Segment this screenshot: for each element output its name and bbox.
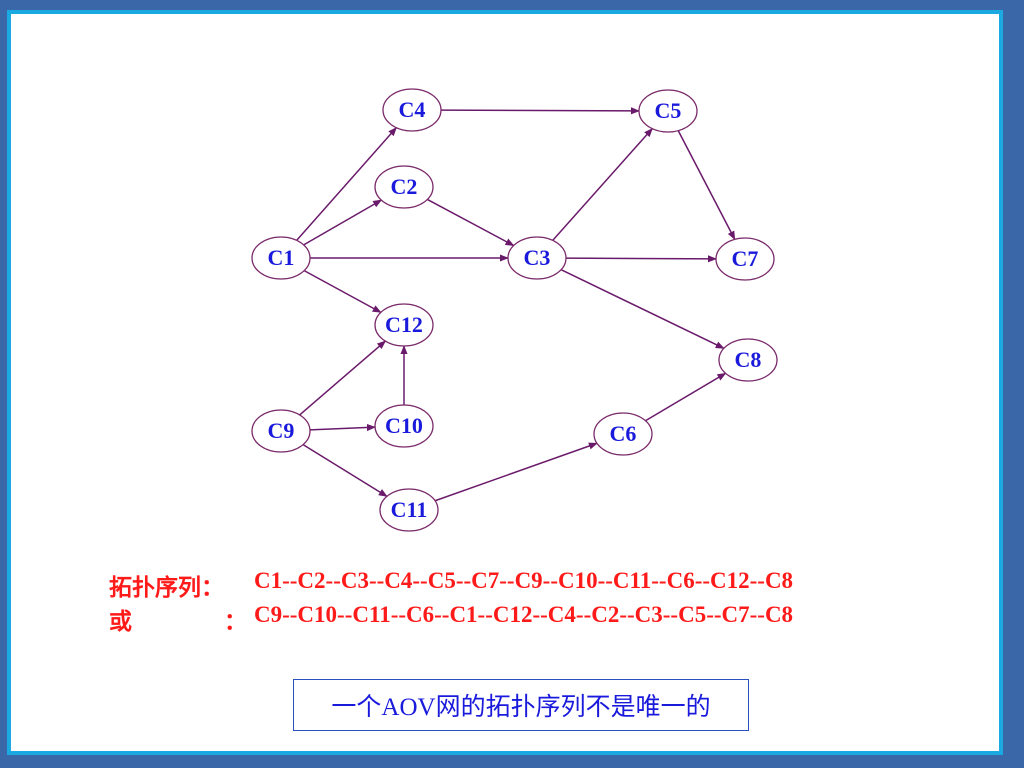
node-c9: C9 bbox=[251, 409, 311, 453]
node-c1: C1 bbox=[251, 236, 311, 280]
note-box: 一个AOV网的拓扑序列不是唯一的 bbox=[293, 679, 749, 731]
edge-c1-to-c12 bbox=[303, 269, 382, 314]
edge-c2-to-c3 bbox=[426, 198, 515, 247]
node-c12: C12 bbox=[374, 303, 434, 347]
node-c10-label: C10 bbox=[385, 413, 423, 438]
node-c7-label: C7 bbox=[732, 246, 759, 271]
node-c2-ellipse bbox=[374, 165, 434, 209]
node-c4-ellipse bbox=[382, 88, 442, 132]
node-c9-label: C9 bbox=[268, 418, 295, 443]
node-c12-label: C12 bbox=[385, 312, 423, 337]
node-c11-label: C11 bbox=[391, 497, 428, 522]
edge-c1-to-c2 bbox=[303, 199, 383, 246]
edge-c4-to-c5 bbox=[440, 107, 640, 115]
sequence-1-value: C1--C2--C3--C4--C5--C7--C9--C10--C11--C6… bbox=[254, 568, 794, 593]
node-c3-label: C3 bbox=[524, 245, 551, 270]
node-c3: C3 bbox=[507, 236, 567, 280]
edge-c6-to-c8 bbox=[645, 372, 727, 422]
edge-c3-to-c7 bbox=[565, 255, 717, 263]
sequence-2-value: C9--C10--C11--C6--C1--C12--C4--C2--C3--C… bbox=[254, 602, 794, 627]
node-c2: C2 bbox=[374, 165, 434, 209]
sequence-1-label: 拓扑序列： bbox=[109, 575, 224, 600]
node-c6-label: C6 bbox=[610, 421, 637, 446]
node-c3-ellipse bbox=[507, 236, 567, 280]
edge-c9-to-c11 bbox=[302, 443, 388, 498]
node-c4-label: C4 bbox=[399, 97, 426, 122]
edge-c9-to-c10 bbox=[309, 423, 376, 432]
node-c10: C10 bbox=[374, 404, 434, 448]
node-c5-label: C5 bbox=[655, 98, 682, 123]
node-c11: C11 bbox=[379, 488, 439, 532]
node-c10-ellipse bbox=[374, 404, 434, 448]
node-c8-ellipse bbox=[718, 338, 778, 382]
edge-c9-to-c12 bbox=[299, 340, 387, 416]
node-c6: C6 bbox=[593, 412, 653, 456]
node-c7: C7 bbox=[715, 237, 775, 281]
edge-c5-to-c7 bbox=[677, 130, 736, 241]
node-c4: C4 bbox=[382, 88, 442, 132]
note-text: 一个AOV网的拓扑序列不是唯一的 bbox=[331, 694, 711, 721]
node-c8: C8 bbox=[718, 338, 778, 382]
edge-c1-to-c4 bbox=[296, 127, 397, 241]
edge-c11-to-c6 bbox=[434, 442, 598, 502]
node-c5-ellipse bbox=[638, 89, 698, 133]
edge-c3-to-c8 bbox=[560, 268, 725, 350]
sequence-2-colon: ： bbox=[224, 609, 247, 634]
node-c8-label: C8 bbox=[735, 347, 762, 372]
sequence-2-or-label: 或 bbox=[109, 609, 132, 634]
node-c9-ellipse bbox=[251, 409, 311, 453]
node-c12-ellipse bbox=[374, 303, 434, 347]
node-c1-label: C1 bbox=[268, 245, 295, 270]
node-c1-ellipse bbox=[251, 236, 311, 280]
node-c6-ellipse bbox=[593, 412, 653, 456]
edge-c3-to-c5 bbox=[552, 127, 653, 241]
node-c7-ellipse bbox=[715, 237, 775, 281]
node-c5: C5 bbox=[638, 89, 698, 133]
node-c2-label: C2 bbox=[391, 174, 418, 199]
node-c11-ellipse bbox=[379, 488, 439, 532]
